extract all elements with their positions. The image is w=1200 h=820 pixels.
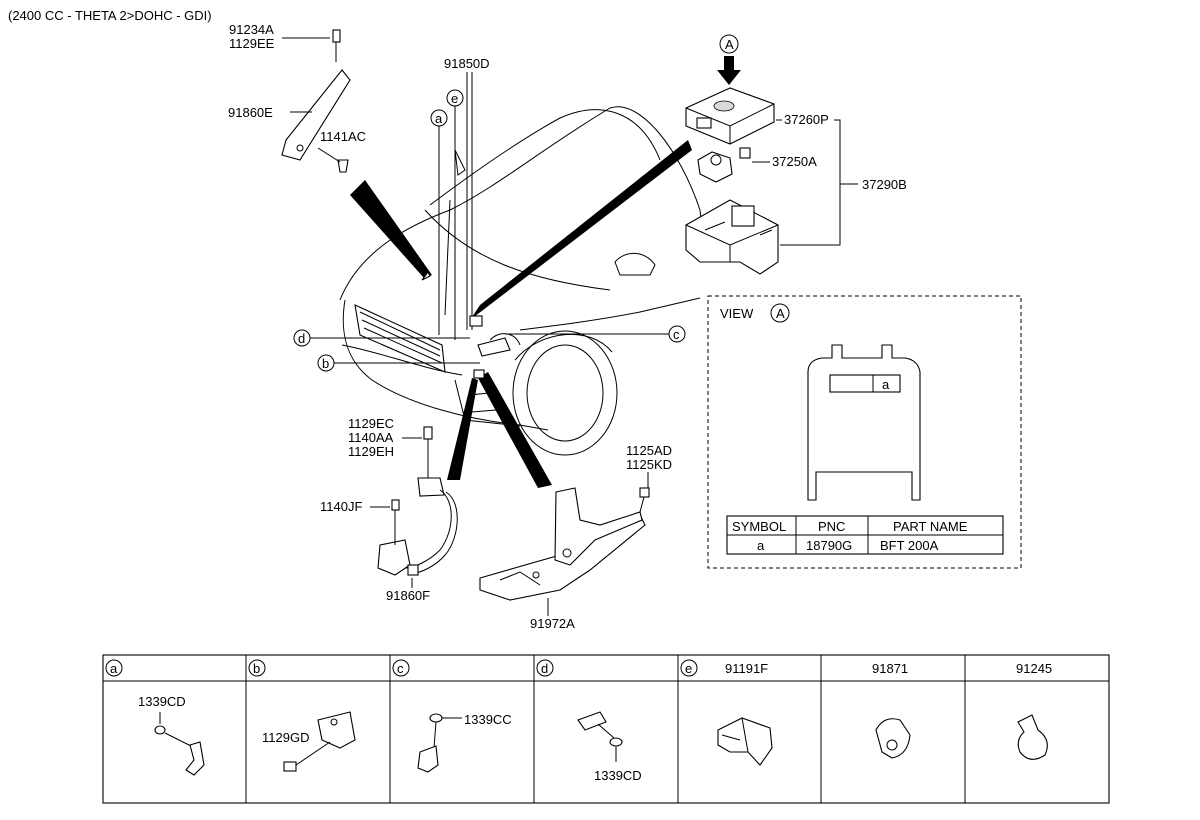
cell-a-label: 1339CD [138,694,186,709]
label-1129eh: 1129EH [348,444,394,459]
label-91234a: 91234A [229,22,274,37]
clip-icon [577,711,607,731]
vehicle-outline [339,106,706,456]
col-d-symbol: d [541,661,548,676]
label-1141ac: 1141AC [320,129,366,144]
label-91860e: 91860E [228,105,273,120]
label-1140aa: 1140AA [348,430,394,445]
clip-icon [417,745,439,773]
bracket-icon [317,711,356,749]
label-1125kd: 1125KD [626,457,672,472]
col-g-header: 91245 [1016,661,1052,676]
view-a-marker: A [725,37,734,52]
nut-icon [609,737,623,747]
col-c-symbol: c [397,661,404,676]
label-1125ad: 1125AD [626,443,672,458]
circle-a-letter: a [435,111,443,126]
connector-91191f-icon [717,717,773,766]
circle-d-letter: d [298,331,305,346]
circle-b-letter: b [322,356,329,371]
parts-table [102,654,1110,804]
bracket-91860e [281,29,351,173]
label-37250a: 37250A [772,154,817,169]
battery-fuse-module [685,34,779,275]
td-symbol: a [757,538,765,553]
label-37260p: 37260P [784,112,829,127]
col-b-symbol: b [253,661,260,676]
td-pnc: 18790G [806,538,852,553]
col-e-symbol: e [685,661,692,676]
label-91972a: 91972A [530,616,575,631]
fuse-cover-outline [807,344,921,501]
label-37290b: 37290B [862,177,907,192]
grommet-91871-icon [875,718,911,759]
th-symbol: SYMBOL [732,519,786,534]
bracket-91860f [377,426,458,576]
label-91850d: 91850D [444,56,490,71]
view-ref: A [776,306,785,321]
col-f-header: 91871 [872,661,908,676]
td-part-name: BFT 200A [880,538,939,553]
view-a-box [707,295,1022,569]
th-part-name: PART NAME [893,519,968,534]
clip-icon [185,741,205,776]
cap-91245-icon [1017,714,1048,760]
circle-e-letter: e [451,91,458,106]
circle-c-letter: c [673,327,680,342]
th-pnc: PNC [818,519,845,534]
label-91860f: 91860F [386,588,430,603]
label-1140jf: 1140JF [320,499,362,514]
label-1129ec: 1129EC [348,416,394,431]
col-e-header: 91191F [725,661,768,676]
cell-c-label: 1339CC [464,712,512,727]
col-a-symbol: a [110,661,118,676]
view-label-cell: a [882,377,890,392]
bracket-91972a [479,487,650,601]
cell-b-label: 1129GD [262,730,309,745]
leader-wedges [350,140,692,488]
nut-icon [154,725,166,735]
engine-note: (2400 CC - THETA 2>DOHC - GDI) [8,8,212,23]
nut-icon [429,713,443,723]
view-title: VIEW [720,306,754,321]
view-table: SYMBOL PNC PART NAME a 18790G BFT 200A [726,515,1004,555]
cell-d-label: 1339CD [594,768,642,783]
bolt-icon [283,761,297,772]
label-1129ee: 1129EE [229,36,275,51]
engine-bay-parts [421,270,521,379]
